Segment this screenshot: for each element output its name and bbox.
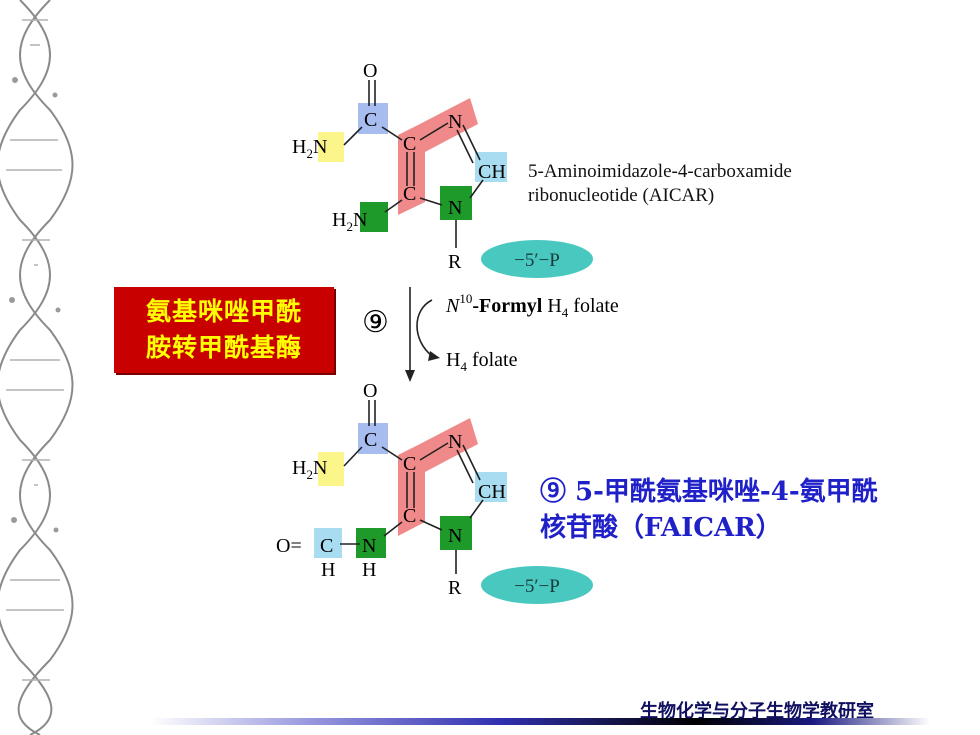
enzyme-label-box: 氨基咪唑甲酰 胺转甲酰基酶 (114, 287, 334, 373)
faicar-atom-h2n: H2N (292, 457, 327, 482)
aicar-atom-h2n-amine: H2N (332, 209, 367, 234)
faicar-atom-n3: N (448, 431, 462, 453)
faicar-blue-highlight (358, 423, 388, 454)
aicar-name-label: 5-Aminoimidazole-4-carboxamide ribonucle… (528, 160, 792, 208)
faicar-structure: O C H2N C N CH C N O= C N H H R −5′−P (276, 380, 593, 604)
cofactor-out-label: H4 folate (446, 349, 518, 374)
aicar-structure: O C H2N C N CH C N H2N R −5′−P (292, 60, 593, 278)
faicar-atom-c4: C (403, 453, 416, 475)
aicar-atom-c4: C (403, 133, 416, 155)
faicar-atom-c5: C (403, 505, 416, 527)
aicar-atom-h2n: H2N (292, 136, 327, 161)
aicar-atom-n1: N (448, 197, 462, 219)
faicar-cyan-highlight-formyl (314, 528, 342, 558)
faicar-atom-r: R (448, 577, 462, 599)
faicar-name-label: ⑨ 5-甲酰氨基咪唑-4-氨甲酰 核苷酸（FAICAR） (540, 474, 878, 546)
faicar-yellow-highlight (318, 452, 344, 486)
dna-helix-decoration (0, 0, 74, 735)
faicar-atom-ch: CH (478, 481, 506, 503)
faicar-atom-h-amide: H (362, 559, 376, 581)
faicar-atom-c-carbonyl: C (364, 429, 377, 451)
faicar-atom-n1: N (448, 525, 462, 547)
aicar-phosphate-oval (481, 240, 593, 278)
step-number: ⑨ (362, 305, 389, 340)
aicar-yellow-highlight (318, 132, 344, 162)
faicar-phosphate-oval (481, 566, 593, 604)
aicar-atom-c5: C (403, 183, 416, 205)
aicar-name-line1: 5-Aminoimidazole-4-carboxamide (528, 161, 792, 182)
footer-department: 生物化学与分子生物学教研室 (640, 701, 874, 722)
aicar-red-highlight (398, 98, 478, 215)
aicar-green-highlight-amine (360, 202, 388, 232)
aicar-atom-n3: N (448, 111, 462, 133)
faicar-cyan-highlight-ch (475, 472, 507, 502)
aicar-green-highlight-ring (440, 186, 472, 220)
faicar-name-line2: 核苷酸（FAICAR） (540, 513, 782, 543)
footer-divider (150, 718, 930, 725)
aicar-atom-ch: CH (478, 161, 506, 183)
faicar-atom-n-amide: N (362, 535, 376, 557)
enzyme-name-line1: 氨基咪唑甲酰 (145, 297, 302, 326)
aicar-atom-c-carbonyl: C (364, 109, 377, 131)
faicar-red-highlight (398, 418, 478, 536)
faicar-atom-o: O (363, 380, 377, 402)
faicar-phosphate-label: −5′−P (514, 576, 560, 597)
aicar-atom-o: O (363, 60, 377, 82)
aicar-blue-highlight (358, 103, 388, 134)
cofactor-in-label: N10-Formyl H4 folate (445, 291, 619, 320)
aicar-phosphate-label: −5′−P (514, 250, 560, 271)
faicar-name-line1: ⑨ 5-甲酰氨基咪唑-4-氨甲酰 (540, 477, 878, 507)
enzyme-name-line2: 胺转甲酰基酶 (145, 333, 302, 362)
aicar-cyan-highlight (475, 152, 507, 182)
faicar-green-highlight-ring (440, 516, 472, 550)
faicar-green-highlight-amide (356, 528, 386, 558)
reaction-arrow (405, 287, 440, 382)
faicar-atom-c-formyl: C (320, 535, 333, 557)
faicar-atom-h-formyl: H (321, 559, 335, 581)
aicar-atom-r: R (448, 251, 462, 273)
aicar-name-line2: ribonucleotide (AICAR) (528, 185, 715, 206)
faicar-atom-o-formyl: O= (276, 535, 302, 557)
